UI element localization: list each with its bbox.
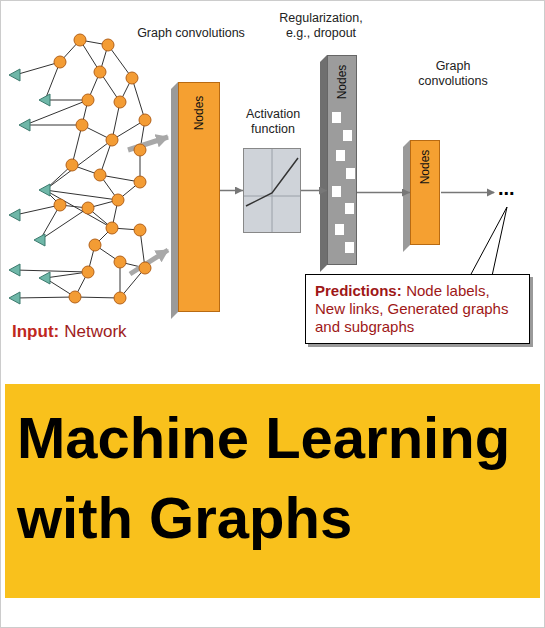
title-band: Machine Learning with Graphs: [5, 384, 540, 598]
graph-node: [54, 199, 66, 211]
layer-label: Graph convolutions: [401, 59, 505, 89]
graph-node: [102, 39, 114, 51]
callout-tail: [470, 207, 507, 276]
axis-label: Nodes: [418, 149, 432, 184]
graph-node: [69, 291, 81, 303]
input-node: [9, 264, 20, 276]
plot-axis: [244, 196, 300, 197]
layer-label: Activation function: [231, 107, 315, 137]
dropped-unit: [343, 130, 352, 141]
layer-connector: [301, 190, 327, 192]
dropped-unit: [332, 186, 341, 197]
output-arrow: [441, 192, 494, 194]
graph-node: [76, 119, 88, 131]
graph-edges: [15, 40, 145, 298]
activation-plot-ground: [243, 148, 301, 233]
graph-node: [74, 34, 86, 46]
input-node: [39, 184, 50, 196]
conv-layer: Graph convolutionsNodes: [410, 140, 440, 245]
layer-connector: [220, 190, 243, 192]
graph-node: [106, 222, 118, 234]
dropout-layer: Regularization, e.g., dropoutNodes: [327, 55, 357, 265]
graph-node: [82, 202, 94, 214]
layer-label: Graph convolutions: [136, 26, 246, 41]
graph-node: [139, 262, 151, 274]
banner-title: Machine Learning with Graphs: [17, 398, 532, 558]
graph-node: [114, 96, 126, 108]
input-value: Network: [64, 322, 126, 342]
dropped-unit: [332, 112, 341, 123]
graph-node: [134, 224, 146, 236]
layer-side-face: [320, 55, 327, 272]
graph-node: [106, 134, 118, 146]
graph-node: [82, 266, 94, 278]
graph-node: [139, 114, 151, 126]
graph-node: [82, 94, 94, 106]
graph-node: [112, 194, 124, 206]
graph-node: [94, 66, 106, 78]
arrow-head: [487, 189, 495, 197]
prediction-callout: Predictions:Node labels, New links, Gene…: [305, 274, 530, 344]
layer-connector: [357, 192, 410, 194]
input-node: [9, 209, 20, 221]
graph-node: [66, 159, 78, 171]
input-node: [34, 234, 45, 246]
graph-node: [134, 176, 146, 188]
graph-node: [134, 144, 146, 156]
activation-curve: [246, 158, 298, 206]
graph-node: [114, 256, 126, 268]
layer-side-face: [171, 82, 178, 319]
continuation-dots: ...: [498, 178, 515, 198]
dropped-unit: [335, 224, 344, 235]
graph-node: [114, 292, 126, 304]
layer-label: Regularization, e.g., dropout: [269, 11, 373, 41]
graph-node: [89, 239, 101, 251]
dropped-unit: [345, 242, 354, 253]
axis-label: Nodes: [335, 64, 349, 99]
input-node: [39, 272, 50, 284]
input-node: [19, 119, 30, 131]
dropped-unit: [336, 150, 345, 161]
input-node: [9, 69, 20, 81]
dropout-ground: [327, 55, 357, 265]
graph-node: [126, 72, 138, 84]
activation-box: Activation function: [243, 148, 301, 233]
axis-label: Nodes: [192, 95, 206, 130]
input-node: [39, 94, 50, 106]
dropped-unit: [345, 203, 354, 214]
input-label: Input:: [12, 322, 59, 342]
plot-axis: [272, 149, 273, 232]
callout-heading: Predictions:: [315, 282, 402, 299]
input-node: [9, 292, 20, 304]
dropped-unit: [346, 168, 355, 179]
layer-side-face: [403, 140, 410, 252]
graph-node: [94, 169, 106, 181]
graph-node: [54, 56, 66, 68]
conv-layer: Graph convolutionsNodes: [178, 82, 220, 312]
input-arrow: [130, 250, 168, 274]
